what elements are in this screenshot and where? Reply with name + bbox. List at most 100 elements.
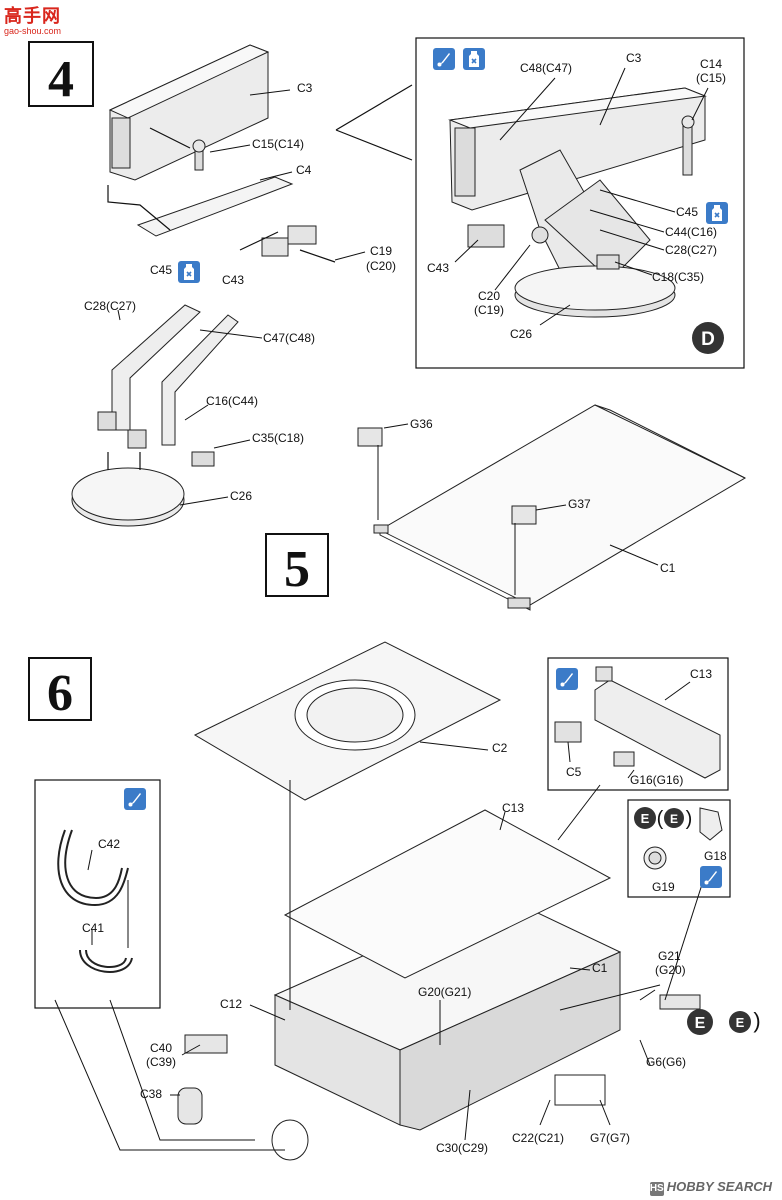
step6-detail-c13-box [547,657,729,791]
label-c15-c14: C15(C14) [252,137,304,151]
brush-icon [556,668,578,690]
step4-detail-leaders [454,67,709,326]
step6-labels: C2 C13 C1 C12 C40 (C39) C38 G20(G21) C30… [140,741,686,1155]
label-c1: C1 [660,561,676,575]
label-g20: (G20) [655,963,686,977]
badge-e-pair-small: E ( E ) [634,807,692,830]
label-c26: C26 [510,327,532,341]
glue-icon [462,47,486,71]
label-c19: (C19) [474,303,504,317]
step-4-number: 4 [48,51,74,108]
label-c20: (C20) [366,259,396,273]
step5-labels: G36 G37 C1 [410,417,676,575]
label-c15: (C15) [696,71,726,85]
step6-detail-g18-box [627,799,731,898]
step6-detail-g18-drawing [643,807,723,870]
label-c47-c48: C47(C48) [263,331,315,345]
label-c41: C41 [82,921,104,935]
label-c28-c27: C28(C27) [665,243,717,257]
label-c1: C1 [592,961,608,975]
svg-text:E: E [736,1015,745,1030]
svg-text:E: E [695,1015,706,1032]
step4-left-leaders [117,89,366,506]
svg-text:E: E [670,812,678,826]
label-g18: G18 [704,849,727,863]
label-c30-c29: C30(C29) [436,1141,488,1155]
step-5: 5 G36 G37 C1 [265,404,747,611]
label-c42: C42 [98,837,120,851]
step-6-number: 6 [47,665,73,722]
label-g19: G19 [652,880,675,894]
glue-icon [177,260,201,284]
label-g21: G21 [658,949,681,963]
label-c43: C43 [427,261,449,275]
badge-d: D [692,322,724,354]
label-c38: C38 [140,1087,162,1101]
step6-detail-c13-drawing [554,666,721,779]
step4-detail-labels: C48(C47) C3 C14 (C15) C45 C44(C16) C28(C… [427,51,726,341]
label-c26: C26 [230,489,252,503]
step6-detail-c41-drawing [57,829,133,973]
label-c43: C43 [222,273,244,287]
step5-drawing [357,404,747,611]
svg-text:E: E [641,811,650,826]
label-c22-c21: C22(C21) [512,1131,564,1145]
badge-e-pair: E ( E ) [687,1008,761,1035]
step-4-number-box [28,41,94,107]
step-5-number-box [265,533,329,597]
label-c12: C12 [220,997,242,1011]
svg-text:): ) [753,1008,760,1033]
label-c3: C3 [626,51,642,65]
label-c45: C45 [676,205,698,219]
label-c48-c47: C48(C47) [520,61,572,75]
svg-text:): ) [686,808,693,830]
label-c20: C20 [478,289,500,303]
brush-icon [700,866,722,888]
label-c14: C14 [700,57,722,71]
label-c2: C2 [492,741,508,755]
label-g16-g16: G16(G16) [630,773,683,787]
step-4: 4 [28,37,745,527]
label-c16-c44: C16(C44) [206,394,258,408]
label-c13-detail: C13 [690,667,712,681]
step-6-number-box [28,657,92,721]
label-c40: C40 [150,1041,172,1055]
site-watermark: 高手网 gao-shou.com [4,2,61,36]
site-url: gao-shou.com [4,26,62,36]
source-name: HOBBY SEARCH [666,1179,772,1194]
label-g37: G37 [568,497,591,511]
step6-leaders [54,741,706,1151]
label-c3: C3 [297,81,313,95]
step6-detail-c41-leaders [87,849,129,948]
step6-detail-c41-box [34,779,161,1009]
brush-icon [124,788,146,810]
label-g36: G36 [410,417,433,431]
step6-detail-c13-leaders [567,681,691,779]
step-5-number: 5 [284,541,310,598]
label-c45: C45 [150,263,172,277]
label-c35-c18: C35(C18) [252,431,304,445]
label-c5: C5 [566,765,582,779]
hobby-search-logo-icon: HS [649,1182,664,1196]
label-g7-g7: G7(G7) [590,1131,630,1145]
step5-leaders [377,423,659,595]
label-c13: C13 [502,801,524,815]
label-c19: C19 [370,244,392,258]
label-c44-c16: C44(C16) [665,225,717,239]
svg-text:D: D [701,329,715,350]
glue-icon [705,201,729,225]
label-c28-c27: C28(C27) [84,299,136,313]
step4-left-arrows [107,84,413,470]
step4-left-labels: C3 C15(C14) C4 C19 (C20) C45 C43 C28(C27… [84,81,396,503]
svg-text:(: ( [657,808,664,830]
step-6: 6 [28,641,761,1161]
step4-left-drawing [71,44,317,527]
step4-detail-box [415,37,745,369]
label-g20-g21: G20(G21) [418,985,471,999]
brush-icon [433,48,455,70]
label-c39: (C39) [146,1055,176,1069]
step6-drawing [177,641,701,1161]
label-g6-g6: G6(G6) [646,1055,686,1069]
